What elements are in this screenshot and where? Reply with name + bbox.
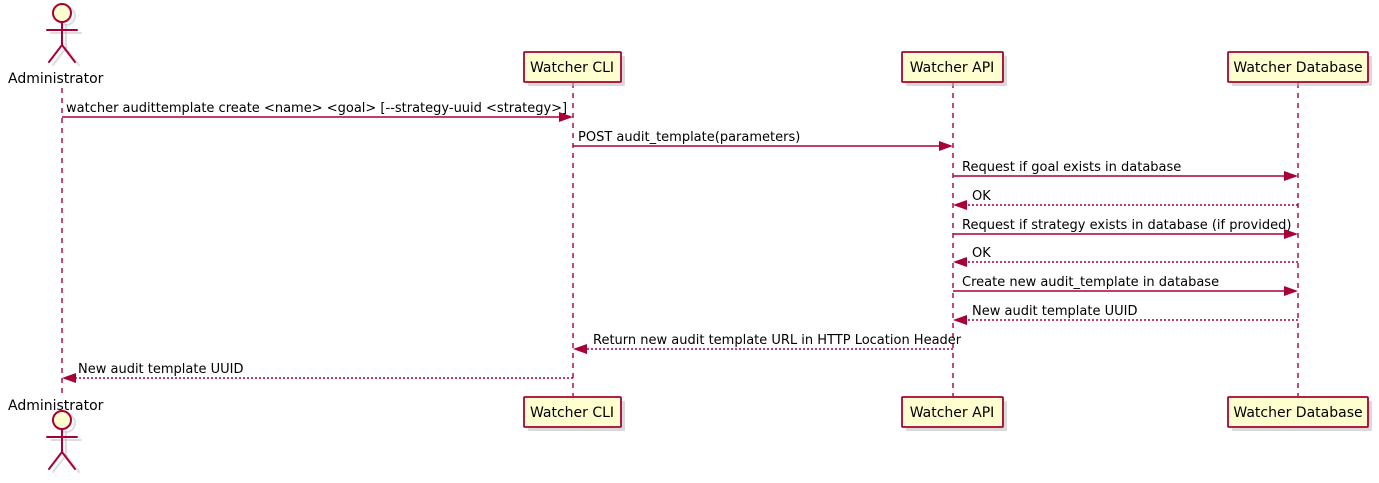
arrow-head-left-icon — [573, 344, 587, 354]
message-label: POST audit_template(parameters) — [578, 130, 800, 145]
actor-head-icon — [52, 3, 72, 23]
participant-box[interactable] — [523, 396, 622, 428]
arrow-head-right-icon — [939, 141, 953, 151]
message-label: Create new audit_template in database — [962, 275, 1219, 290]
message-9[interactable]: Return new audit template URL in HTTP Lo… — [573, 333, 962, 354]
message-2[interactable]: POST audit_template(parameters) — [573, 130, 953, 151]
message-1[interactable]: watcher audittemplate create <name> <goa… — [62, 101, 573, 122]
message-label: Request if strategy exists in database (… — [962, 218, 1291, 233]
message-8[interactable]: New audit template UUID — [953, 304, 1298, 325]
message-10[interactable]: New audit template UUID — [62, 362, 573, 383]
message-label: Request if goal exists in database — [962, 160, 1181, 175]
participant-watcher-database-bottom[interactable]: Watcher Database — [1227, 396, 1372, 431]
message-label: Return new audit template URL in HTTP Lo… — [593, 333, 962, 348]
actor-leg-right-icon — [61, 451, 76, 470]
participant-label-watcher-cli: Watcher CLI — [530, 60, 614, 76]
actor-label-administrator-top: Administrator — [8, 71, 104, 87]
message-7[interactable]: Create new audit_template in database — [953, 275, 1298, 296]
arrow-head-left-icon — [953, 200, 967, 210]
arrow-head-left-icon — [953, 315, 967, 325]
participant-box[interactable] — [523, 51, 622, 83]
participant-label-watcher-api: Watcher API — [910, 60, 995, 76]
participant-watcher-cli-top[interactable]: Watcher CLI — [523, 51, 625, 86]
arrow-head-left-icon — [953, 257, 967, 267]
message-label: OK — [972, 246, 991, 261]
message-4[interactable]: OK — [953, 189, 1298, 210]
actor-administrator-top[interactable]: Administrator — [8, 3, 104, 87]
message-5[interactable]: Request if strategy exists in database (… — [953, 218, 1298, 239]
message-label: New audit template UUID — [78, 362, 243, 377]
arrow-head-right-icon — [1284, 286, 1298, 296]
participant-label-watcher-cli: Watcher CLI — [530, 405, 614, 421]
participant-box[interactable] — [901, 396, 1004, 428]
actor-administrator-bottom[interactable]: Administrator — [8, 398, 104, 473]
message-label: OK — [972, 189, 991, 204]
participant-watcher-cli-bottom[interactable]: Watcher CLI — [523, 396, 625, 431]
message-label: New audit template UUID — [972, 304, 1137, 319]
arrow-head-right-icon — [559, 112, 573, 122]
participant-watcher-api-top[interactable]: Watcher API — [901, 51, 1007, 86]
participant-label-watcher-database: Watcher Database — [1233, 405, 1362, 421]
message-3[interactable]: Request if goal exists in database — [953, 160, 1298, 181]
actor-shadow-top — [50, 6, 82, 66]
actor-leg-left-icon — [48, 451, 63, 470]
actor-leg-left-icon — [48, 44, 63, 63]
participant-label-watcher-api: Watcher API — [910, 405, 995, 421]
arrow-head-right-icon — [1284, 171, 1298, 181]
actor-leg-right-icon — [61, 44, 76, 63]
message-label: watcher audittemplate create <name> <goa… — [66, 101, 567, 116]
lifelines-group — [61, 83, 1299, 396]
participant-watcher-database-top[interactable]: Watcher Database — [1227, 51, 1372, 86]
participant-box[interactable] — [1227, 51, 1369, 83]
participant-watcher-api-bottom[interactable]: Watcher API — [901, 396, 1007, 431]
participant-box[interactable] — [901, 51, 1004, 83]
participant-box[interactable] — [1227, 396, 1369, 428]
message-6[interactable]: OK — [953, 246, 1298, 267]
arrow-head-left-icon — [62, 373, 76, 383]
arrow-head-right-icon — [1284, 229, 1298, 239]
participant-label-watcher-database: Watcher Database — [1233, 60, 1362, 76]
actor-label-administrator-bottom: Administrator — [8, 398, 104, 414]
